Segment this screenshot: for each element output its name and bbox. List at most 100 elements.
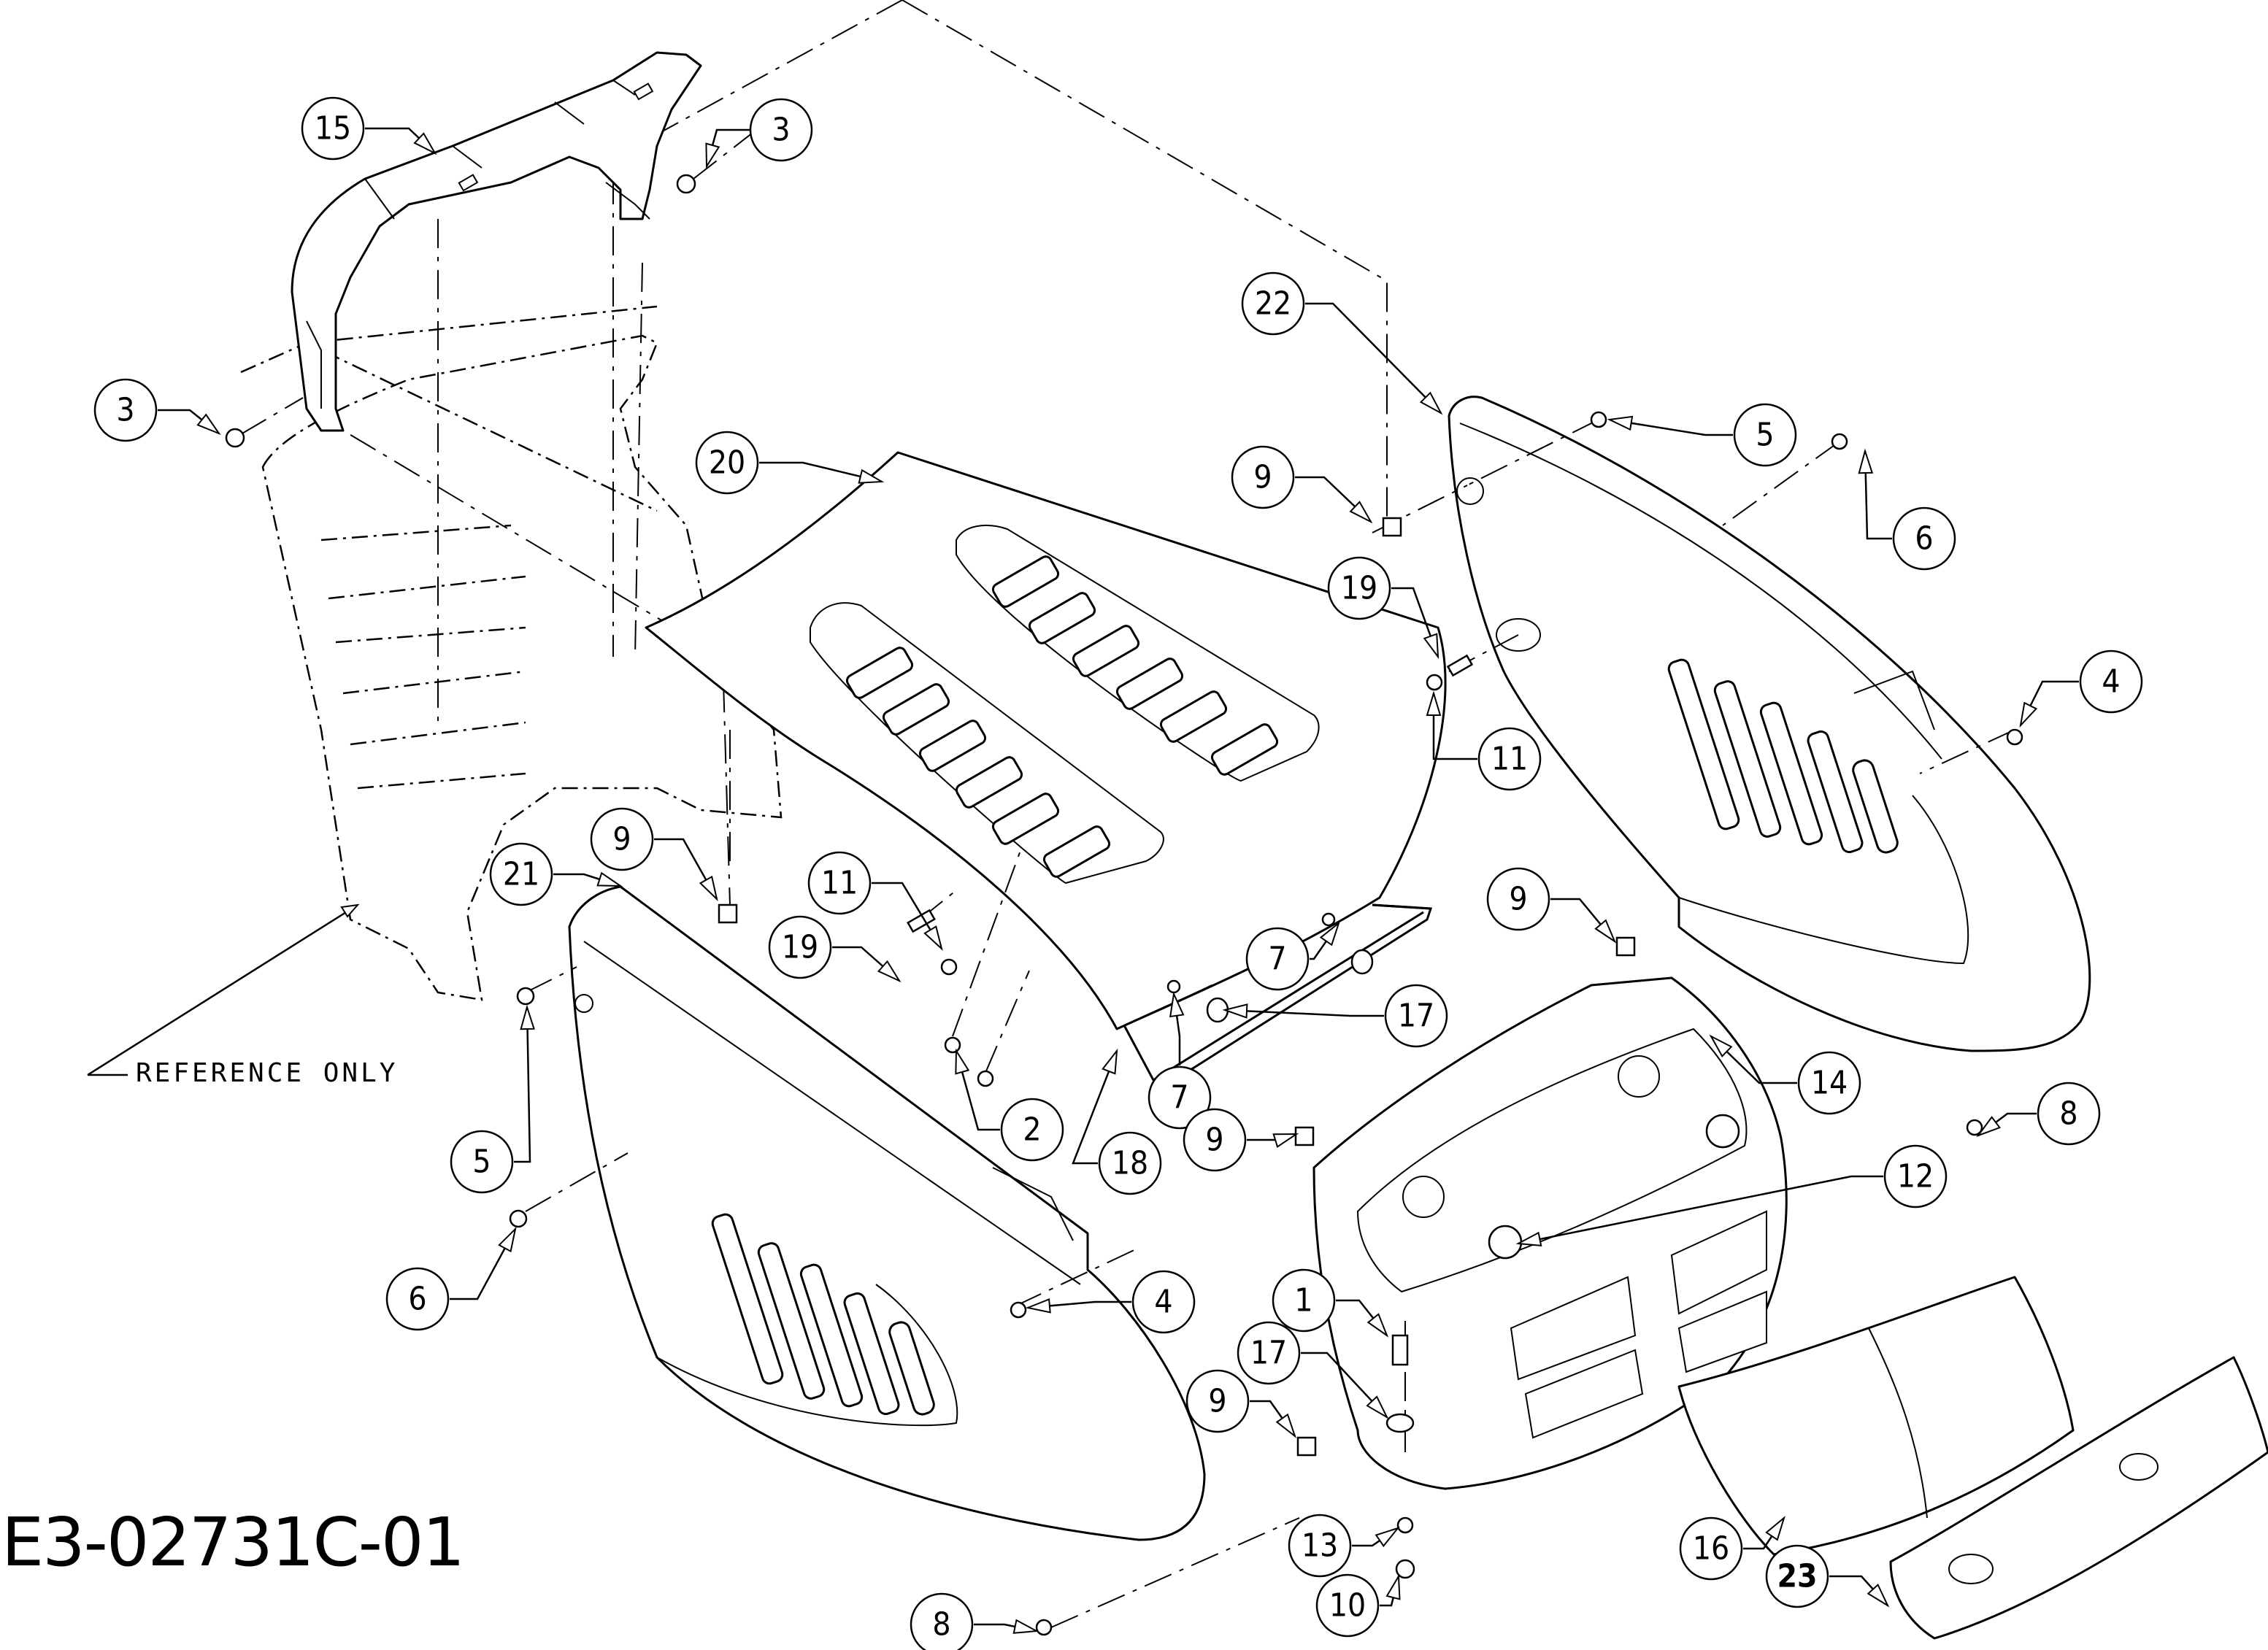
callout-number: 5 [472, 1144, 491, 1181]
callout-23: 23 [1765, 1544, 1890, 1608]
callout-number: 11 [821, 865, 858, 902]
callout-number: 7 [1268, 941, 1286, 978]
callout-leader-line [2019, 680, 2079, 726]
reference-only-label: REFERENCE ONLY [136, 1058, 399, 1088]
callout-17: 17 [1237, 1321, 1389, 1419]
callout-11: 11 [1426, 690, 1542, 791]
part-21-left-panel [568, 885, 1206, 1541]
callout-arrowhead [1375, 1527, 1400, 1548]
callout-bubble [1883, 1144, 1948, 1208]
callout-8: 8 [910, 1592, 1039, 1650]
callout-number: 20 [709, 444, 745, 482]
callout-arrowhead [413, 132, 437, 155]
callout-number: 17 [1398, 998, 1434, 1035]
callout-number: 12 [1897, 1158, 1934, 1195]
callout-18: 18 [1072, 1048, 1162, 1195]
callout-20: 20 [695, 431, 885, 495]
reference-arrow [340, 903, 360, 918]
callout-leader-line [1609, 418, 1733, 436]
callout-arrowhead [1319, 921, 1340, 947]
callout-11: 11 [807, 851, 943, 951]
callout-arrowhead [1366, 1395, 1389, 1419]
callout-bubble [1241, 271, 1305, 336]
callout-arrowhead [520, 1004, 535, 1030]
callout-arrowhead [877, 960, 902, 983]
reference-leader [87, 903, 358, 1076]
callout-number: 9 [612, 821, 631, 858]
callout-arrowhead [1366, 1313, 1389, 1338]
callout-arrowhead [1709, 1034, 1733, 1058]
callout-number: 15 [315, 110, 351, 147]
callout-number: 1 [1294, 1282, 1312, 1319]
callout-leader-line [514, 1006, 531, 1163]
callout-3: 3 [705, 98, 813, 169]
callout-arrowhead [705, 142, 720, 169]
callout-bubble [768, 915, 832, 979]
callout-arrowhead [196, 413, 221, 436]
callout-arrowhead [1222, 1003, 1248, 1019]
callout-number: 10 [1329, 1587, 1366, 1624]
left-panel-vents [711, 1213, 935, 1416]
callout-leader-line [759, 461, 883, 483]
callout-14: 14 [1709, 1034, 1861, 1115]
callout-bubble [489, 842, 553, 906]
callout-arrowhead [1594, 919, 1617, 944]
callout-bubble [301, 96, 365, 161]
part-20-hood [645, 451, 1447, 1030]
callout-bubble [1315, 1573, 1380, 1638]
part-22-right-panel [1448, 396, 2091, 1052]
callout-9: 9 [590, 807, 718, 902]
grille-mesh [1510, 1210, 1767, 1439]
callout-6: 6 [385, 1226, 517, 1331]
callout-leader-line [872, 882, 943, 949]
callout-number: 23 [1777, 1558, 1817, 1595]
callout-arrowhead [1765, 1516, 1785, 1541]
callout-4: 4 [1025, 1270, 1196, 1334]
callout-bubble [1183, 1108, 1247, 1172]
callout-8: 8 [1976, 1082, 2101, 1146]
callout-bubble [749, 98, 813, 162]
callout-bubble [1237, 1321, 1301, 1385]
callout-number: 9 [1205, 1122, 1223, 1159]
hood-vent-slats [845, 555, 1279, 878]
callout-bubble [1000, 1098, 1064, 1162]
callout-15: 15 [301, 96, 437, 161]
callout-number: 8 [2059, 1095, 2077, 1133]
callout-bubble [1288, 1514, 1352, 1578]
callout-arrowhead [498, 1226, 517, 1253]
callout-bubble [1486, 867, 1550, 931]
callout-bubble [93, 378, 158, 442]
drawing-number: E3-02731C-01 [1, 1503, 465, 1581]
callout-bubble [1131, 1270, 1196, 1334]
callout-4: 4 [2019, 649, 2143, 728]
callout-arrowhead [1275, 1413, 1297, 1438]
callout-leader-line [1305, 302, 1442, 414]
part-16-lower-panel [1677, 1276, 2075, 1556]
callout-leader-line [1391, 587, 1439, 658]
callout-bubble [1148, 1065, 1212, 1130]
callout-leader-line [1864, 450, 1892, 540]
callout-7: 7 [1245, 921, 1340, 991]
callout-number: 3 [772, 112, 790, 149]
callout-number: 9 [1509, 881, 1527, 918]
callout-arrowhead [955, 1048, 970, 1075]
callout-7: 7 [1148, 991, 1212, 1130]
callout-10: 10 [1315, 1573, 1401, 1638]
callout-arrowhead [1607, 415, 1634, 431]
callout-arrowhead [1867, 1584, 1890, 1608]
callout-1: 1 [1272, 1268, 1389, 1338]
callout-9: 9 [1486, 867, 1617, 944]
callout-bubble [1892, 506, 1956, 571]
callout-number: 22 [1255, 285, 1291, 323]
callout-3: 3 [93, 378, 221, 442]
callout-arrowhead [1515, 1231, 1542, 1247]
callout-number: 3 [116, 392, 134, 429]
callout-arrowhead [858, 469, 885, 484]
callout-bubble [1384, 984, 1448, 1048]
callout-bubble [385, 1267, 450, 1331]
callout-arrowhead [1423, 633, 1439, 660]
callout-number: 17 [1250, 1335, 1287, 1372]
part-14-front-grille [1312, 976, 1788, 1490]
callout-number: 4 [2102, 663, 2120, 701]
